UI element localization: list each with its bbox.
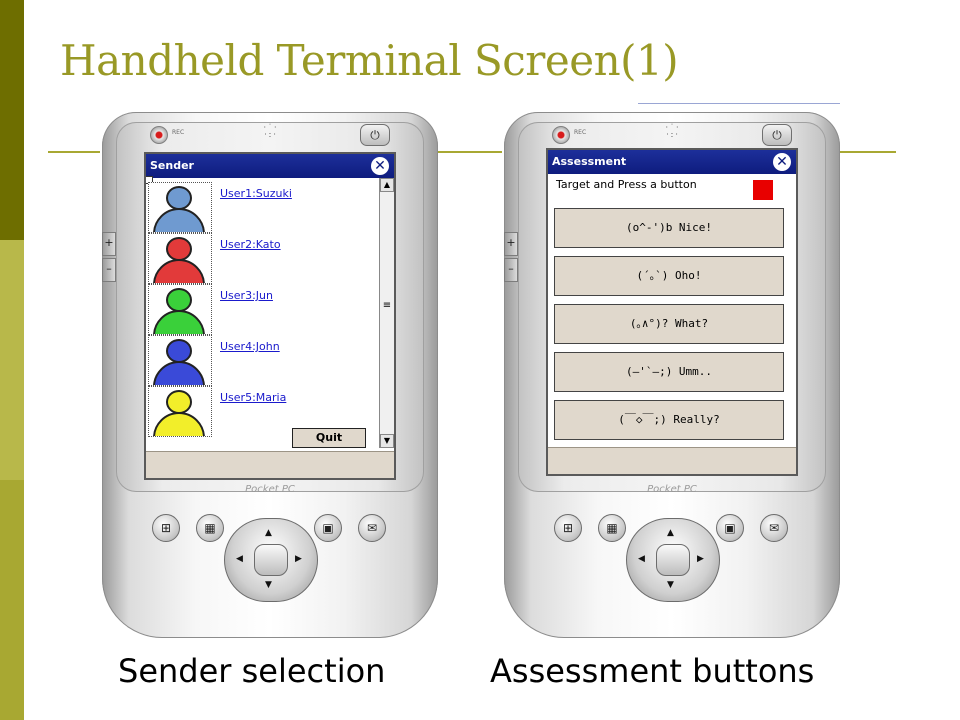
user-link[interactable]: User4:John (220, 340, 280, 353)
target-indicator (753, 180, 773, 200)
dpad-action-button[interactable] (656, 544, 690, 576)
sender-titlebar: Sender ✕ (146, 154, 394, 178)
avatar-head (166, 288, 192, 312)
avatar-head (166, 390, 192, 414)
user-link[interactable]: User2:Kato (220, 238, 281, 251)
list-item[interactable]: User2:Kato (146, 233, 374, 284)
brand-label: Pocket PC (245, 484, 295, 495)
assessment-button-what[interactable]: (｡∧°)? What? (554, 304, 784, 344)
navigation-pad[interactable]: ▲ ▼ ◀ ▶ (626, 518, 720, 602)
user-avatar-icon (148, 182, 212, 233)
user-avatar-icon (148, 335, 212, 386)
window-title: Sender (150, 159, 194, 172)
mail-icon[interactable]: ✉ (760, 514, 788, 542)
user-avatar-icon (148, 386, 212, 437)
speaker-icon: ·˙··:· (665, 123, 681, 139)
list-item[interactable]: User3:Jun (146, 284, 374, 335)
assessment-screen: Assessment ✕ Target and Press a button (… (546, 148, 798, 476)
dpad-up-icon[interactable]: ▲ (265, 528, 272, 538)
list-item[interactable]: User5:Maria (146, 386, 374, 437)
assessment-prompt: Target and Press a button (556, 178, 697, 191)
dpad-up-icon[interactable]: ▲ (667, 528, 674, 538)
avatar-body (153, 310, 205, 334)
dpad-left-icon[interactable]: ◀ (236, 554, 243, 564)
user-link[interactable]: User1:Suzuki (220, 187, 292, 200)
avatar-body (153, 412, 205, 436)
scroll-thumb[interactable]: ≡ (382, 300, 392, 311)
dpad-right-icon[interactable]: ▶ (697, 554, 704, 564)
dpad-down-icon[interactable]: ▼ (265, 580, 272, 590)
assessment-titlebar: Assessment ✕ (548, 150, 796, 174)
calendar-icon[interactable]: ▦ (196, 514, 224, 542)
record-button[interactable] (552, 126, 570, 144)
volume-up-button[interactable]: + (102, 232, 116, 256)
pocket-pc-sender: REC ·˙··:· ⏻ + – Sender ✕ User1:Suzuki (102, 112, 438, 638)
power-icon: ⏻ (772, 128, 782, 142)
left-accent-bar-top (0, 0, 24, 240)
contacts-icon[interactable]: ▣ (716, 514, 744, 542)
assessment-button-nice[interactable]: (o^-')b Nice! (554, 208, 784, 248)
thin-rule (638, 103, 840, 104)
list-item[interactable]: User1:Suzuki (146, 182, 374, 233)
quit-button[interactable]: Quit (292, 428, 366, 448)
list-scrollbar[interactable]: ▲ ≡ ▼ (379, 178, 394, 448)
user-list: User1:Suzuki User2:Kato User3:Jun (146, 178, 374, 450)
assessment-button-really[interactable]: (￣◇￣;) Really? (554, 400, 784, 440)
user-link[interactable]: User5:Maria (220, 391, 287, 404)
list-item[interactable]: User4:John (146, 335, 374, 386)
avatar-body (153, 208, 205, 232)
power-icon: ⏻ (370, 128, 380, 142)
user-avatar-icon (148, 284, 212, 335)
title-rule-left (48, 151, 100, 153)
title-rule-middle (436, 151, 502, 153)
assessment-button-umm[interactable]: (―'`―;) Umm.. (554, 352, 784, 392)
assessment-button-oho[interactable]: (´｡`) Oho! (554, 256, 784, 296)
calendar-icon[interactable]: ▦ (598, 514, 626, 542)
volume-up-button[interactable]: + (504, 232, 518, 256)
window-title: Assessment (552, 155, 627, 168)
dpad-right-icon[interactable]: ▶ (295, 554, 302, 564)
command-bar (548, 447, 796, 474)
dpad-left-icon[interactable]: ◀ (638, 554, 645, 564)
close-icon[interactable]: ✕ (371, 157, 389, 175)
left-accent-bar-middle (0, 240, 24, 480)
title-rule-right (838, 151, 896, 153)
rec-label: REC (172, 129, 185, 136)
assessment-caption: Assessment buttons (490, 652, 815, 690)
dpad-action-button[interactable] (254, 544, 288, 576)
windows-icon[interactable]: ⊞ (152, 514, 180, 542)
speaker-icon: ·˙··:· (263, 123, 279, 139)
volume-down-button[interactable]: – (102, 258, 116, 282)
brand-label: Pocket PC (647, 484, 697, 495)
rec-label: REC (574, 129, 587, 136)
sender-screen: Sender ✕ User1:Suzuki User2:Kato (144, 152, 396, 480)
contacts-icon[interactable]: ▣ (314, 514, 342, 542)
user-avatar-icon (148, 233, 212, 284)
command-bar (146, 451, 394, 478)
navigation-pad[interactable]: ▲ ▼ ◀ ▶ (224, 518, 318, 602)
dpad-down-icon[interactable]: ▼ (667, 580, 674, 590)
avatar-head (166, 339, 192, 363)
windows-icon[interactable]: ⊞ (554, 514, 582, 542)
pocket-pc-assessment: REC ·˙··:· ⏻ + – Assessment ✕ Target and… (504, 112, 840, 638)
left-accent-bar-bottom (0, 480, 24, 720)
power-button[interactable]: ⏻ (762, 124, 792, 146)
avatar-body (153, 259, 205, 283)
scroll-up-icon[interactable]: ▲ (380, 178, 394, 192)
avatar-body (153, 361, 205, 385)
user-link[interactable]: User3:Jun (220, 289, 273, 302)
mail-icon[interactable]: ✉ (358, 514, 386, 542)
avatar-head (166, 237, 192, 261)
slide-title: Handheld Terminal Screen(1) (60, 36, 679, 85)
avatar-head (166, 186, 192, 210)
sender-caption: Sender selection (118, 652, 386, 690)
scroll-down-icon[interactable]: ▼ (380, 434, 394, 448)
volume-down-button[interactable]: – (504, 258, 518, 282)
record-button[interactable] (150, 126, 168, 144)
close-icon[interactable]: ✕ (773, 153, 791, 171)
power-button[interactable]: ⏻ (360, 124, 390, 146)
